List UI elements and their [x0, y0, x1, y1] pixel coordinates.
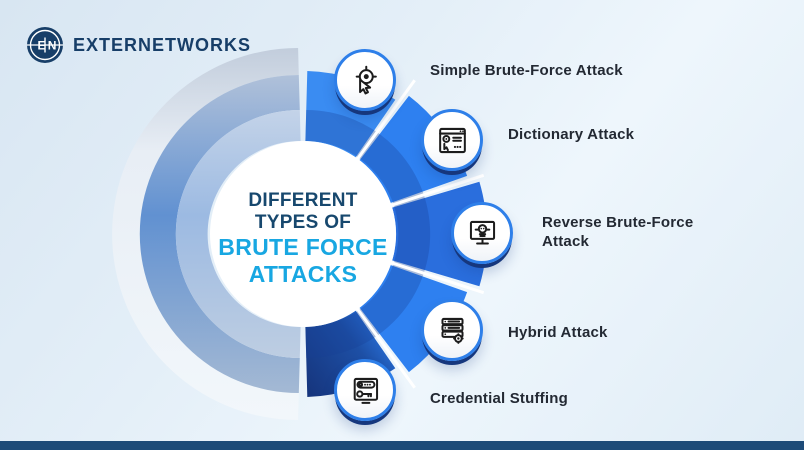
node-dictionary [421, 109, 483, 171]
brand-name: EXTERNETWORKS [73, 34, 252, 55]
segment-dictionary [359, 95, 468, 203]
svg-text:N: N [48, 39, 57, 53]
title-line-4: ATTACKS [248, 260, 358, 287]
brand-logo: E N EXTERNETWORKS [26, 26, 251, 64]
monitor-skull-icon [469, 220, 495, 245]
left-ring-outer-band [139, 75, 300, 393]
browser-gear-icon [438, 127, 466, 153]
label-simple-brute-force: Simple Brute-Force Attack [430, 62, 623, 79]
label-credential-stuffing: Credential Stuffing [430, 390, 568, 407]
bottom-accent-bar [0, 441, 804, 450]
segment-hybrid [359, 265, 468, 373]
label-reverse-brute-force: Reverse Brute-Force Attack [542, 214, 694, 250]
server-gear-icon [440, 317, 464, 344]
svg-text:E: E [38, 39, 46, 53]
center-disc [210, 141, 396, 327]
title-line-1: DIFFERENT [248, 190, 358, 211]
title-line-2: TYPES OF [254, 212, 352, 234]
outer-faint-ring [112, 48, 299, 420]
node-reverse-brute-force [451, 202, 513, 264]
label-dictionary: Dictionary Attack [508, 126, 635, 143]
node-credential-stuffing [334, 359, 396, 421]
diagram-title: DIFFERENT TYPES OF BRUTE FORCE ATTACKS [193, 190, 413, 287]
target-click-icon [355, 65, 377, 94]
node-hybrid [421, 299, 483, 361]
right-inner-band-overlay [305, 110, 431, 358]
node-simple-brute-force [334, 49, 396, 111]
left-ring-inner-band [175, 110, 301, 358]
segment-gaps [353, 79, 485, 389]
brand-logo-icon: E N [27, 27, 63, 63]
title-line-3: BRUTE FORCE [218, 234, 388, 261]
label-hybrid: Hybrid Attack [508, 324, 608, 341]
window-key-password-icon [353, 377, 378, 404]
